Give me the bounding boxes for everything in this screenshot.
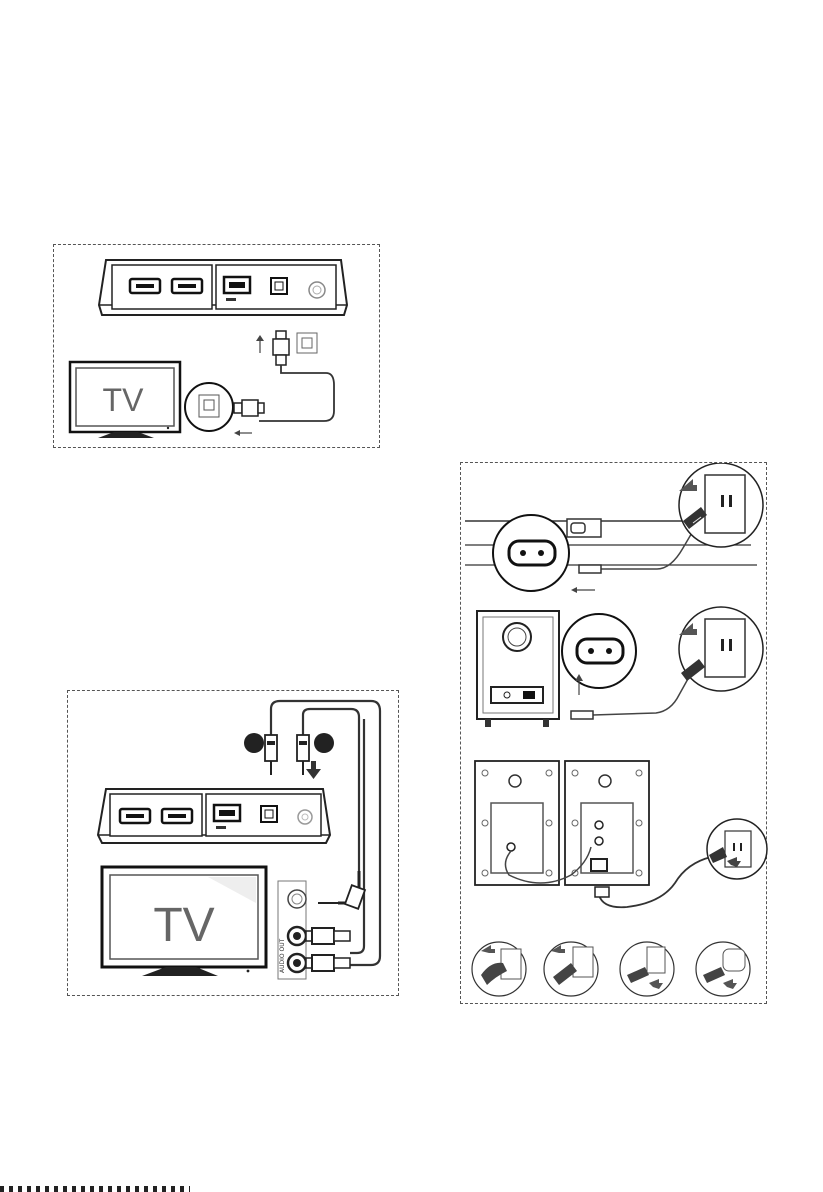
power-connection-diagram [460,462,767,1004]
arrow-icon [571,587,595,593]
aux-port-icon [309,282,325,298]
hdmi-port-icon [130,279,160,293]
page-footer-artifact [0,1186,190,1192]
optical-port-icon [297,333,317,353]
hdmi-port-icon [172,279,202,293]
wall-socket-icon [679,463,763,547]
analog-diagram-svg: TV AUDIO OUT [68,691,400,997]
optical-diagram-svg: TV [54,245,381,449]
audio-jack-plug-icon [318,871,365,909]
plug-variant-4 [696,942,750,996]
power-diagram-svg [461,463,768,1005]
optical-port-icon [261,806,277,822]
wall-socket-icon [679,607,763,691]
tv-audio-out-panel: AUDIO OUT [278,881,306,979]
subwoofer-rear [477,611,559,727]
optical-plug-icon [273,331,289,365]
hdmi-port-icon [162,809,192,823]
arrow-icon [234,430,252,436]
power-cord [601,531,693,569]
rca-cable [350,719,364,953]
analog-connection-diagram: TV AUDIO OUT [67,690,399,996]
figure-8-inlet-icon [493,515,569,591]
speaker-rear-right [565,761,649,885]
rca-plug-icon [306,955,350,971]
optical-connection-diagram: TV [53,244,380,448]
hdmi-port-icon [120,809,150,823]
speaker-rear-left [475,761,559,885]
wall-socket-icon [707,819,767,879]
plug-variant-3 [620,942,674,996]
plug-variant-1 [472,942,526,996]
rca-plug-icon [306,928,350,944]
arrow-icon [256,335,264,353]
tv-set: TV [102,867,266,976]
audio-jack-plug-icon [244,733,277,775]
tv-label: TV [103,382,145,418]
plug-variant-2 [544,942,598,996]
tv-set: TV [70,362,180,438]
optical-port-icon [271,278,287,294]
audio-out-label: AUDIO OUT [279,938,286,973]
arrow-down-icon [306,761,321,779]
tv-label: TV [153,899,214,952]
tv-port-zoom [185,383,233,431]
optical-plug-icon [234,400,264,416]
figure-8-inlet-icon [562,614,636,688]
aux-port-icon [298,810,312,824]
optical-cable [259,365,334,421]
